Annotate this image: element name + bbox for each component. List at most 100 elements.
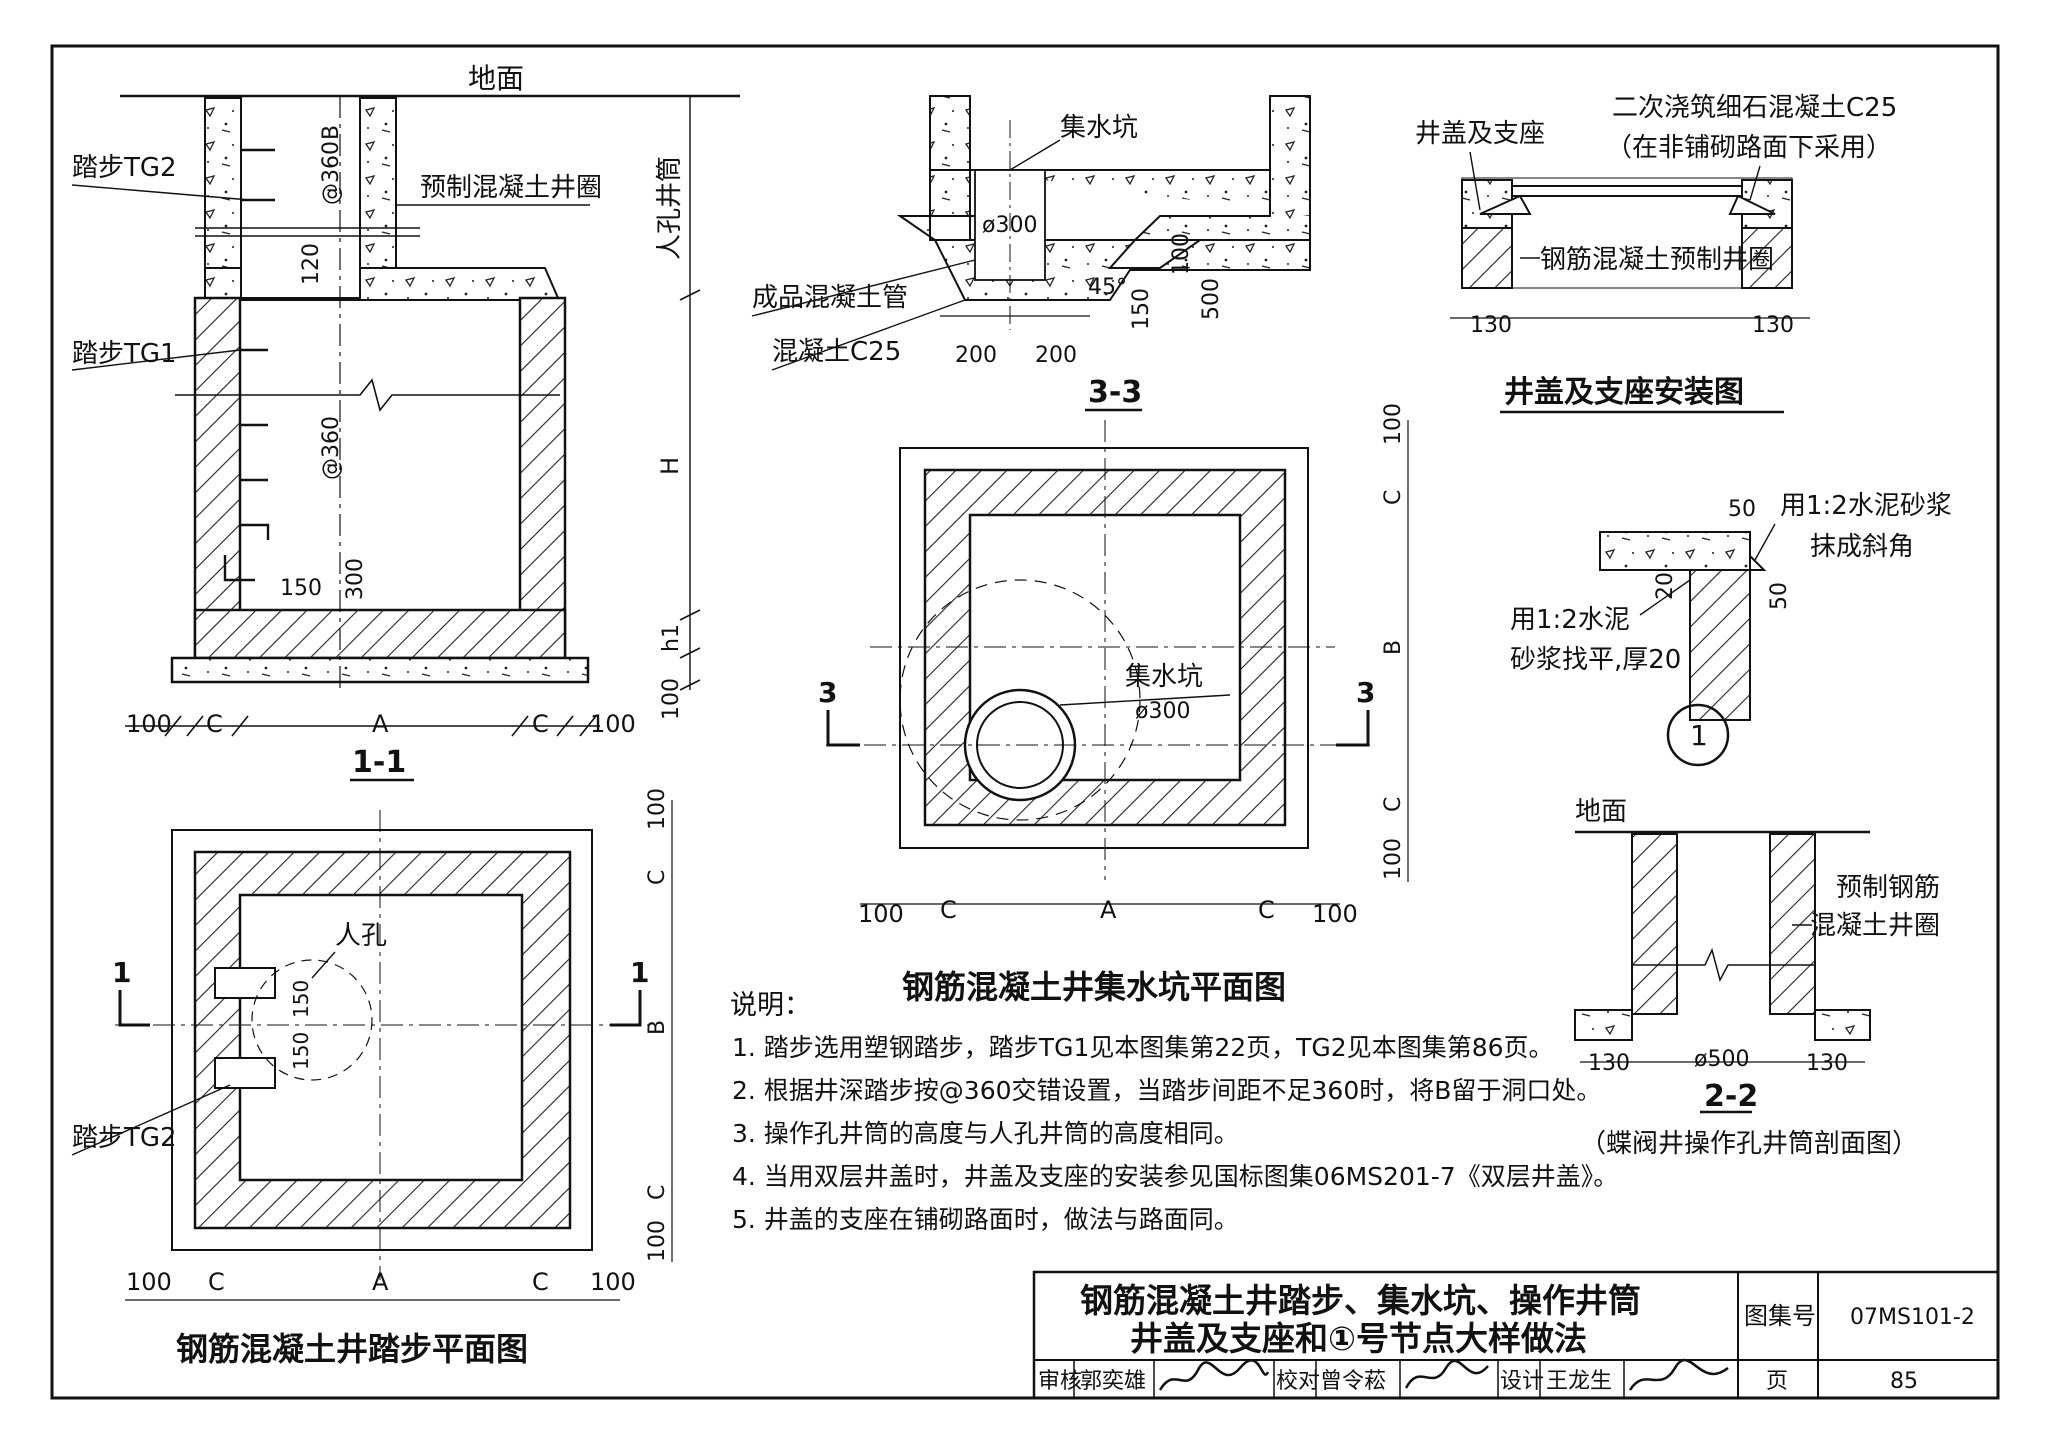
sec22-subtitle: （蝶阀井操作孔井筒剖面图） <box>1580 1129 1918 1159</box>
sump-rdim-100a: 100 <box>1381 403 1406 445</box>
design-name: 王龙生 <box>1546 1369 1612 1394</box>
sec11-dim120-label: 120 <box>299 243 324 285</box>
cover-label-c25-note: （在非铺砌路面下采用） <box>1606 133 1892 163</box>
sec11-dim-right100: 100 <box>590 710 636 738</box>
sump-bdim-Cb: C <box>1258 896 1275 924</box>
sec11-tg2-label: 踏步TG2 <box>72 153 177 183</box>
cover-dim-left: 130 <box>1470 313 1512 338</box>
cover-install: 井盖及支座 二次浇筑细石混凝土C25 （在非铺砌路面下采用） 钢筋混凝土预制井圈… <box>1415 93 1897 414</box>
atlas-number: 07MS101-2 <box>1850 1305 1975 1330</box>
design-signature <box>1628 1359 1729 1391</box>
sump-rdim-Cb: C <box>1381 797 1406 812</box>
node1-mortar2b: 砂浆找平,厚20 <box>1510 645 1681 675</box>
step-d150b: 150 <box>289 1032 313 1070</box>
review-signature <box>1158 1359 1270 1391</box>
step-title: 钢筋混凝土井踏步平面图 <box>176 1330 528 1368</box>
sec11-dim-left100: 100 <box>126 710 172 738</box>
title-block: 钢筋混凝土井踏步、集水坑、操作井筒 井盖及支座和①号节点大样做法 图集号 07M… <box>1032 1270 2000 1400</box>
sec22-dim500: ø500 <box>1694 1047 1749 1072</box>
sec33-dim200a: 200 <box>955 343 997 368</box>
node1-mortar1b: 抹成斜角 <box>1810 532 1914 562</box>
sec11-title: 1-1 <box>352 745 406 780</box>
sump-rdim-100b: 100 <box>1381 838 1406 880</box>
step-d150a: 150 <box>289 980 313 1018</box>
node1-detail: 用1:2水泥砂浆 抹成斜角 用1:2水泥 砂浆找平,厚20 50 20 50 1 <box>1510 491 1952 767</box>
sec22-ring2: 混凝土井圈 <box>1810 911 1940 941</box>
sec22-title: 2-2 <box>1704 1079 1758 1114</box>
sump-rdim-Ca: C <box>1381 490 1406 505</box>
cover-title: 井盖及支座安装图 <box>1504 375 1744 410</box>
section-3-3: 集水坑 ø300 成品混凝土管 混凝土C25 200 200 45° 100 1… <box>751 95 1311 412</box>
step-plan: 1 1 人孔 150 150 踏步TG2 100 C B C 100 100 C… <box>71 788 673 1368</box>
sump-title: 钢筋混凝土井集水坑平面图 <box>902 968 1286 1006</box>
sec33-dim200b: 200 <box>1035 343 1077 368</box>
sump-plan: 3 3 集水坑 ø300 100 C B C 100 100 C A C 100… <box>818 403 1409 1006</box>
step-rdim-Cb: C <box>645 1185 670 1200</box>
notes-item-4: 4. 当用双层井盖时，井盖及支座的安装参见国标图集06MS201-7《双层井盖》… <box>732 1162 1618 1191</box>
step-rdim-Ca: C <box>645 870 670 885</box>
check-name: 曾令菘 <box>1320 1369 1386 1394</box>
sec33-dim500: 500 <box>1199 278 1224 320</box>
step-bdim-Cb: C <box>532 1268 549 1296</box>
atlas-label: 图集号 <box>1744 1302 1816 1330</box>
step-bdim-Ca: C <box>208 1268 225 1296</box>
design-label: 设计 <box>1500 1369 1544 1394</box>
sump-bdim-Ca: C <box>940 896 957 924</box>
sec11-dim300-label: 300 <box>343 558 368 600</box>
sec11-ground-label: 地面 <box>468 62 524 95</box>
step-cut-left: 1 <box>112 956 131 989</box>
step-rdim-B: B <box>645 1020 670 1035</box>
sec11-dim150-label: 150 <box>280 576 322 601</box>
sec11-shaft-label: 人孔井筒 <box>655 156 685 260</box>
step-bdim-100b: 100 <box>590 1268 636 1296</box>
sheet-frame <box>50 44 2000 1400</box>
cover-label-ring: 钢筋混凝土预制井圈 <box>1540 245 1774 275</box>
sec11-dim-leftC: C <box>206 710 223 738</box>
sump-sump-label: 集水坑 <box>1125 662 1203 692</box>
sump-bdim-A: A <box>1100 896 1117 924</box>
sec22-ring1: 预制钢筋 <box>1836 873 1940 903</box>
step-bdim-100a: 100 <box>126 1268 172 1296</box>
sec11-dimB-label: B <box>319 125 344 140</box>
sec11-dimH-label: H <box>656 457 684 475</box>
sec22-dim130b: 130 <box>1806 1051 1848 1076</box>
cover-dim-right: 130 <box>1752 313 1794 338</box>
sump-cut-right: 3 <box>1356 676 1375 709</box>
step-bdim-A: A <box>372 1268 389 1296</box>
sec33-sump-label: 集水坑 <box>1060 113 1138 143</box>
sump-d300-label: ø300 <box>1135 699 1190 724</box>
cover-label-c25: 二次浇筑细石混凝土C25 <box>1612 93 1897 123</box>
node1-dim50b: 50 <box>1767 582 1792 610</box>
sump-rdim-B: B <box>1381 640 1406 655</box>
sec11-tg1-label: 踏步TG1 <box>72 339 177 369</box>
title-line2: 井盖及支座和①号节点大样做法 <box>1130 1319 1587 1358</box>
sec33-pipe-label: 成品混凝土管 <box>752 283 908 313</box>
sec11-at360-mid: @360 <box>319 416 344 480</box>
sec33-dim45: 45° <box>1088 275 1127 300</box>
node1-mortar1: 用1:2水泥砂浆 <box>1780 491 1952 521</box>
sump-bdim-100b: 100 <box>1312 900 1358 928</box>
review-label: 审核 <box>1038 1369 1082 1394</box>
node1-mortar2: 用1:2水泥 <box>1510 605 1630 635</box>
page-number: 85 <box>1890 1369 1918 1394</box>
sec11-ring-label: 预制混凝土井圈 <box>420 173 602 203</box>
check-signature <box>1404 1359 1489 1389</box>
sec22-dim130a: 130 <box>1588 1051 1630 1076</box>
section-2-2: 地面 预制钢筋 混凝土井圈 130 ø500 130 2-2 （蝶阀井操作孔井筒… <box>1574 797 1940 1159</box>
notes-item-2: 2. 根据井深踏步按@360交错设置，当踏步间距不足360时，将B留于洞口处。 <box>732 1076 1601 1105</box>
step-rdim-100a: 100 <box>645 788 670 830</box>
check-label: 校对 <box>1276 1369 1320 1394</box>
notes: 说明： 1. 踏步选用塑钢踏步，踏步TG1见本图集第22页，TG2见本图集第86… <box>730 990 1618 1234</box>
notes-item-3: 3. 操作孔井筒的高度与人孔井筒的高度相同。 <box>732 1119 1239 1148</box>
sec33-dim100: 100 <box>1169 233 1194 275</box>
step-manhole-label: 人孔 <box>335 921 387 951</box>
step-rdim-100b: 100 <box>645 1220 670 1262</box>
sec11-dimh1-label: h1 <box>659 624 684 652</box>
node1-dim20: 20 <box>1653 572 1678 600</box>
notes-item-1: 1. 踏步选用塑钢踏步，踏步TG1见本图集第22页，TG2见本图集第86页。 <box>732 1033 1554 1062</box>
review-name: 郭奕雄 <box>1080 1369 1146 1394</box>
node1-dim50a: 50 <box>1728 497 1756 522</box>
notes-item-5: 5. 井盖的支座在铺砌路面时，做法与路面同。 <box>732 1205 1239 1234</box>
sec11-dim-rightC: C <box>532 710 549 738</box>
